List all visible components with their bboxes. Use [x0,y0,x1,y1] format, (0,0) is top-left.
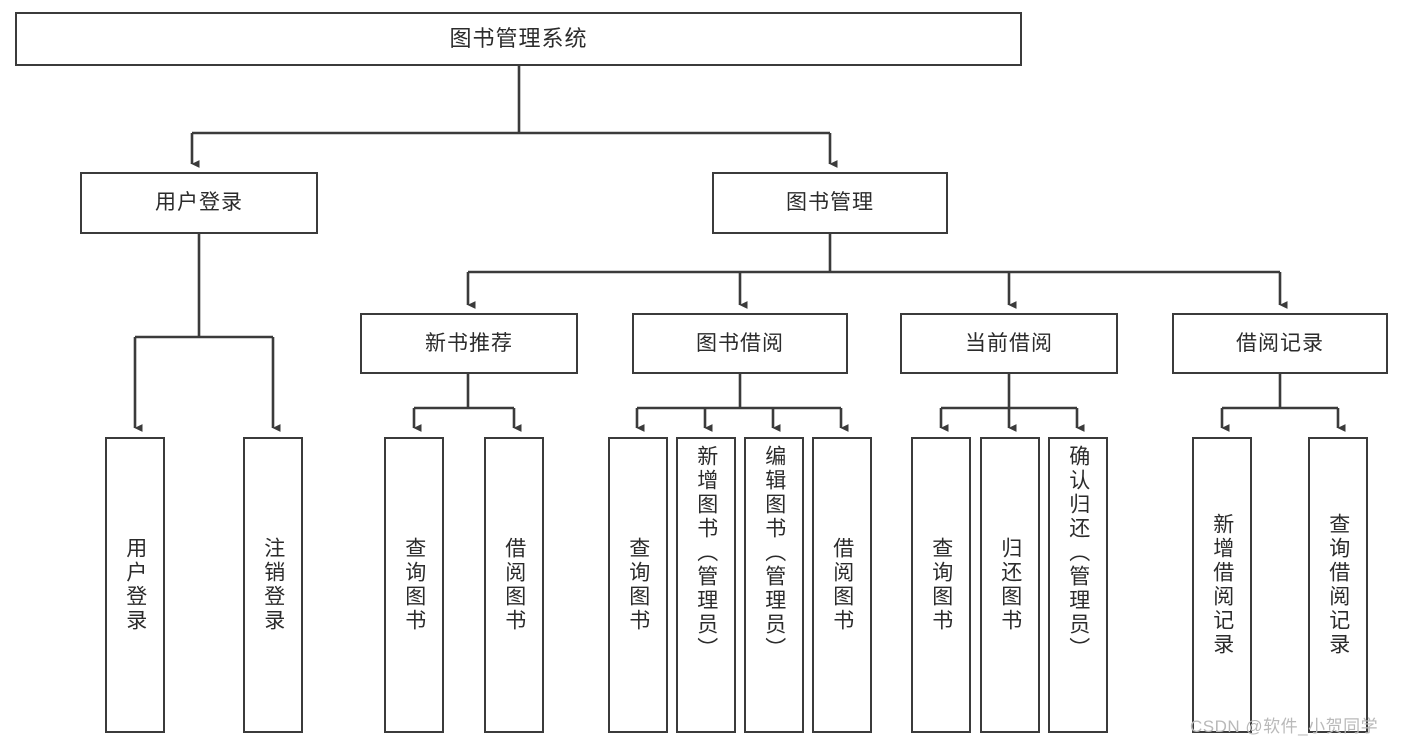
node-borrow-record[interactable]: 借阅记录 [1172,313,1388,374]
watermark-text: CSDN @软件_小贺同学 [1190,717,1379,736]
node-label: 借阅图书 [502,537,526,633]
node-new-book-recommendation[interactable]: 新书推荐 [360,313,578,374]
node-label: 图书管理 [786,191,874,215]
node-label: 图书管理系统 [449,25,588,51]
leaf-confirm-return-admin[interactable]: 确认归还（管理员） [1048,437,1108,733]
node-label: 归还图书 [998,537,1022,633]
node-label: 编辑图书（管理员） [762,445,786,661]
node-book-borrow[interactable]: 图书借阅 [632,313,848,374]
node-label: 查询图书 [929,537,953,633]
node-root-system[interactable]: 图书管理系统 [15,12,1022,66]
leaf-query-book-3[interactable]: 查询图书 [911,437,971,733]
leaf-borrow-book-2[interactable]: 借阅图书 [812,437,872,733]
node-label: 当前借阅 [965,331,1053,355]
leaf-edit-book-admin[interactable]: 编辑图书（管理员） [744,437,804,733]
leaf-user-login[interactable]: 用户登录 [105,437,165,733]
node-label: 查询借阅记录 [1326,513,1350,657]
node-label: 注销登录 [261,537,285,633]
leaf-borrow-book-1[interactable]: 借阅图书 [484,437,544,733]
node-label: 新书推荐 [425,331,513,355]
node-label: 新增图书（管理员） [694,445,718,661]
node-label: 借阅记录 [1236,331,1324,355]
node-label: 查询图书 [626,537,650,633]
leaf-query-book-1[interactable]: 查询图书 [384,437,444,733]
node-label: 用户登录 [155,191,243,215]
leaf-add-borrow-record[interactable]: 新增借阅记录 [1192,437,1252,733]
node-label: 查询图书 [402,537,426,633]
node-label: 图书借阅 [696,331,784,355]
node-label: 确认归还（管理员） [1066,445,1090,661]
node-label: 借阅图书 [830,537,854,633]
leaf-add-book-admin[interactable]: 新增图书（管理员） [676,437,736,733]
leaf-return-book[interactable]: 归还图书 [980,437,1040,733]
node-label: 用户登录 [123,537,147,633]
node-label: 新增借阅记录 [1210,513,1234,657]
node-user-login[interactable]: 用户登录 [80,172,318,234]
leaf-query-borrow-record[interactable]: 查询借阅记录 [1308,437,1368,733]
node-book-manage[interactable]: 图书管理 [712,172,948,234]
leaf-query-book-2[interactable]: 查询图书 [608,437,668,733]
leaf-logout[interactable]: 注销登录 [243,437,303,733]
node-current-borrow[interactable]: 当前借阅 [900,313,1118,374]
